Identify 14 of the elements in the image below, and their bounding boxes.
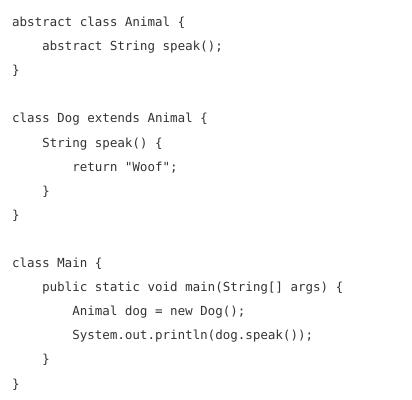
code-line: abstract class Animal { — [12, 14, 186, 30]
code-line: class Dog extends Animal { — [12, 110, 208, 126]
code-line: } — [12, 376, 20, 392]
code-line: } — [41, 351, 50, 368]
code-line: public static void main(String[] args) { — [41, 279, 344, 296]
code-line: System.out.println(dog.speak()); — [71, 327, 314, 344]
code-line: abstract String speak(); — [41, 38, 223, 54]
code-line: } — [41, 182, 50, 199]
code-line: Animal dog = new Dog(); — [71, 303, 246, 320]
code-line: String speak() { — [41, 134, 163, 150]
code-line: class Main { — [12, 255, 102, 271]
code-line: return "Woof"; — [71, 158, 178, 175]
code-line: } — [12, 206, 20, 223]
code-line: } — [12, 62, 20, 78]
